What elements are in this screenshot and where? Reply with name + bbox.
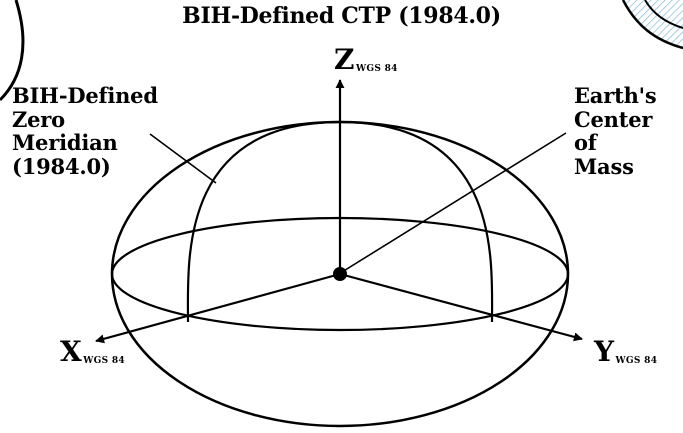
- x-axis-letter: X: [60, 335, 82, 368]
- z-axis-subscript: WGS 84: [355, 64, 398, 74]
- zero-meridian-label-line: Zero: [12, 106, 65, 132]
- zero-meridian-label-line: (1984.0): [12, 153, 111, 179]
- center-of-mass-leader-line: [341, 132, 567, 273]
- x-axis-line: [95, 272, 341, 344]
- corner-shape-right: [623, 0, 683, 48]
- zero-meridian-label-line: Meridian: [12, 130, 118, 156]
- meridian-leader-line: [149, 133, 217, 184]
- zero-meridian-label: BIH-Defined Zero Meridian (1984.0): [12, 84, 158, 178]
- y-axis-subscript: WGS 84: [615, 356, 658, 366]
- corner-shape-right-outline: [621, 0, 683, 50]
- center-of-mass-label-line: Center: [574, 106, 653, 132]
- corner-shape-right-stroke: [644, 0, 683, 29]
- z-axis-letter: Z: [334, 43, 354, 76]
- center-of-mass-label-line: Earth's: [574, 83, 657, 108]
- x-axis-subscript: WGS 84: [83, 356, 125, 366]
- center-of-mass-label-line: of: [574, 130, 597, 156]
- zero-meridian-label-line: BIH-Defined: [12, 83, 158, 108]
- center-of-mass-point: [333, 267, 347, 281]
- y-axis-line: [339, 272, 583, 342]
- y-axis-letter: Y: [594, 335, 614, 368]
- diagram-title: BIH-Defined CTP (1984.0): [182, 3, 501, 29]
- center-of-mass-label: Earth's Center of Mass: [574, 84, 657, 178]
- corner-curve-left: [0, 0, 25, 102]
- center-of-mass-label-line: Mass: [574, 153, 634, 179]
